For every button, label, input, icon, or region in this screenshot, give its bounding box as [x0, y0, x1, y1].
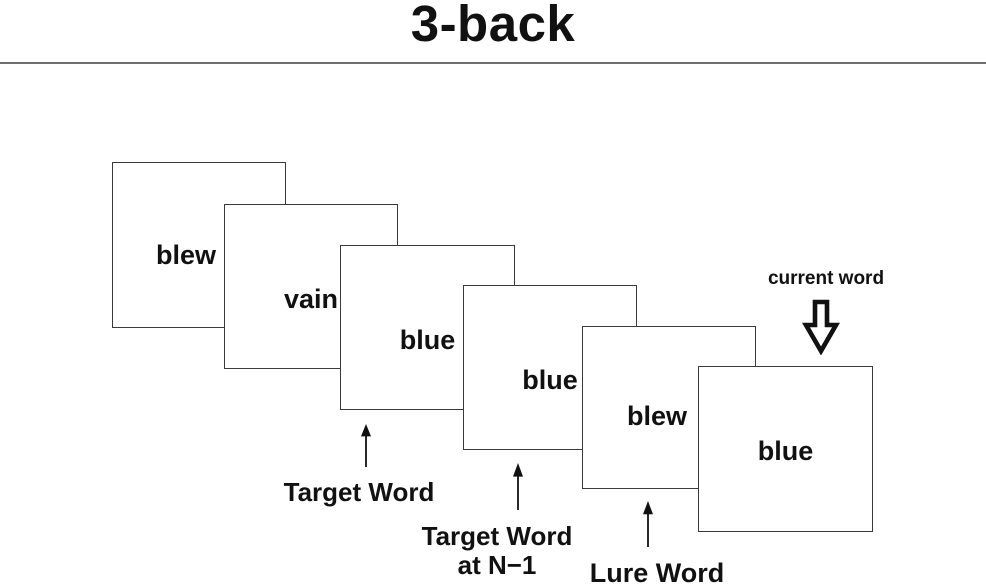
title-divider	[0, 62, 986, 64]
current-word-label: current word	[767, 268, 885, 289]
stimulus-word: blew	[155, 239, 216, 270]
target-word-n1-label: Target Word at N−1	[397, 521, 597, 581]
stimulus-word: blue	[757, 435, 814, 466]
up-arrow-icon	[510, 463, 526, 511]
current-word-arrow-icon	[802, 299, 840, 355]
target-word-n1-line1: Target Word	[421, 521, 573, 551]
stimulus-word: vain	[283, 284, 339, 314]
up-arrow-icon	[358, 424, 374, 468]
figure-title: 3-back	[410, 0, 576, 52]
stimulus-card: blue	[698, 366, 873, 532]
up-arrow-icon	[640, 501, 656, 548]
target-word-n1-line2: at N−1	[457, 550, 537, 581]
lure-word-label: Lure Word	[589, 558, 725, 587]
stimulus-word: blew	[626, 401, 687, 431]
target-word-label: Target Word	[283, 477, 435, 507]
stimulus-word: blue	[399, 325, 456, 355]
stimulus-word: blue	[522, 365, 578, 395]
